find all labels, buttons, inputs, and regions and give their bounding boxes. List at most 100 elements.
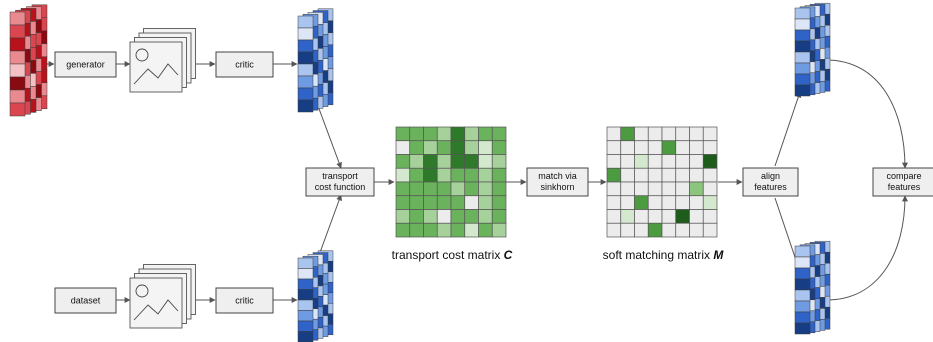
matrix-cell (661, 140, 677, 155)
matrix-cell (395, 140, 411, 155)
stack-cell (794, 73, 811, 86)
matrix-cell (436, 154, 452, 169)
stack-cell (794, 84, 811, 97)
matrix-cell (450, 126, 466, 142)
generator-box: generator (54, 51, 117, 78)
noise-vector-stack (9, 4, 48, 117)
matrix-cell (620, 222, 635, 238)
critic-box-bottom: critic (215, 287, 274, 314)
matrix-cell (491, 209, 507, 224)
critic-label-top: critic (235, 60, 254, 70)
stack-cell (297, 51, 314, 65)
stack-cell (297, 87, 314, 101)
matrix-cell (689, 126, 704, 142)
matrix-cell (620, 181, 635, 197)
arrow-top-features-to-compare (825, 59, 908, 169)
stack-cell (9, 24, 26, 39)
matrix-cell (464, 126, 479, 142)
aligned-feature-stack-top (794, 2, 831, 97)
image-card (129, 277, 183, 329)
matrix-cell (675, 167, 690, 183)
matrix-cell (661, 181, 677, 197)
matrix-cell (702, 140, 718, 155)
matrix-cell (464, 195, 479, 210)
matrix-cell (436, 195, 452, 210)
matrix-cell (478, 154, 493, 169)
matrix-cell (464, 140, 479, 155)
matrix-cell (436, 209, 452, 224)
matrix-cell (675, 154, 690, 169)
stack-cell (794, 245, 811, 258)
arrow-align-to-top-features (774, 91, 802, 167)
stack-cell (297, 99, 314, 113)
matrix-cell (450, 167, 466, 183)
connection-arrows (40, 59, 908, 303)
dataset-images-stack (129, 264, 196, 329)
stack-cell (794, 267, 811, 280)
matrix-cell (661, 154, 677, 169)
matrix-cell (450, 140, 466, 155)
matrix-cell (606, 140, 622, 155)
matrix-cell (620, 167, 635, 183)
matrix-cell (409, 154, 424, 169)
matrix-cell (491, 154, 507, 169)
stack-cell (297, 331, 314, 342)
stack-cell (794, 322, 811, 335)
matrix-cell (491, 140, 507, 155)
matrix-cell (409, 126, 424, 142)
matrix-cell (395, 181, 411, 197)
matrix-cell (661, 126, 677, 142)
matrix-cell (464, 209, 479, 224)
matching-matrix-caption: soft matching matrix M (603, 248, 725, 262)
matrix-cell (395, 209, 411, 224)
matrix-cell (661, 167, 677, 183)
matrix-cell (478, 195, 493, 210)
match-label-line2: sinkhorn (540, 182, 574, 192)
matrix-cell (702, 126, 718, 142)
stack-cell (297, 299, 314, 311)
matrix-cell (395, 167, 411, 183)
matrix-cell (675, 126, 690, 142)
matrix-cell (620, 195, 635, 210)
stack-cell (9, 76, 26, 91)
matrix-cell (634, 126, 649, 142)
matrix-cell (409, 222, 424, 238)
match-label-line1: match via (538, 171, 577, 181)
matrix-cell (436, 181, 452, 197)
matrix-cell (689, 181, 704, 197)
arrow-bottom-features-to-compare (825, 195, 908, 301)
stack-cell (794, 300, 811, 313)
stack-cell (794, 278, 811, 291)
matrix-cell (450, 222, 466, 238)
stack-cell (794, 256, 811, 269)
matrix-cell (606, 222, 622, 238)
cost-matrix-caption-text: transport cost matrix (392, 248, 504, 262)
matrix-cell (409, 140, 424, 155)
matrix-cell (675, 195, 690, 210)
matrix-cell (395, 222, 411, 238)
image-mountain-icon (133, 63, 179, 85)
matrix-cell (478, 167, 493, 183)
matrix-cell (661, 209, 677, 224)
cost-matrix-symbol: C (504, 248, 513, 262)
stack-cell (794, 29, 811, 42)
matrix-cell (423, 209, 438, 224)
matrix-cell (702, 167, 718, 183)
matrix-cell (450, 209, 466, 224)
stack-cell (297, 289, 314, 301)
stack-cell (794, 18, 811, 31)
matrix-cell (491, 195, 507, 210)
stack-cell (9, 37, 26, 52)
soft-matching-matrix (606, 126, 718, 238)
matrix-cell (491, 126, 507, 142)
matrix-cell (702, 222, 718, 238)
compare-features-box: compare features (872, 167, 933, 197)
stack-cell (794, 51, 811, 64)
matrix-cell (606, 167, 622, 183)
matrix-cell (464, 222, 479, 238)
matrix-cell (464, 181, 479, 197)
matrix-cell (450, 195, 466, 210)
matrix-cell (689, 167, 704, 183)
matching-matrix-caption-text: soft matching matrix (603, 248, 714, 262)
